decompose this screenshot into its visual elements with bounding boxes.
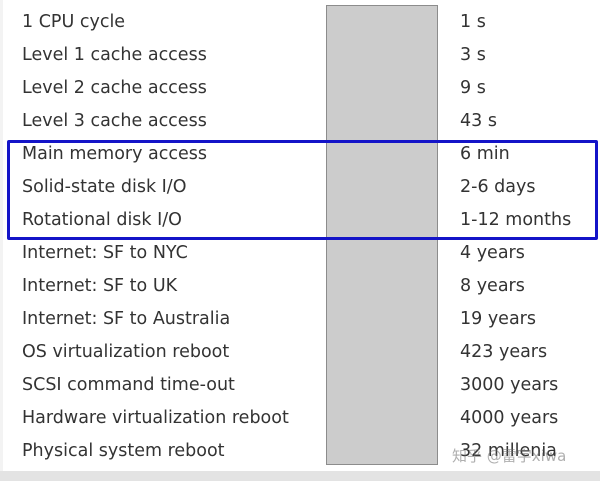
row-label: SCSI command time-out	[22, 375, 235, 395]
grey-column	[326, 5, 438, 465]
row-label: 1 CPU cycle	[22, 12, 126, 32]
watermark: 知乎 @雷宇xiwa	[452, 447, 567, 465]
table-row: Level 1 cache access 3 s	[0, 39, 600, 72]
row-label: OS virtualization reboot	[22, 342, 230, 362]
row-value: 43 s	[460, 111, 497, 131]
row-value: 4 years	[460, 243, 525, 263]
table-row: Rotational disk I/O 1-12 months	[0, 204, 600, 237]
highlight-box	[7, 140, 598, 240]
row-value: 8 years	[460, 276, 525, 296]
row-label: Rotational disk I/O	[22, 210, 182, 230]
table-row: 1 CPU cycle 1 s	[0, 6, 600, 39]
row-value: 9 s	[460, 78, 486, 98]
row-label: Level 3 cache access	[22, 111, 207, 131]
table-row: Hardware virtualization reboot 4000 year…	[0, 402, 600, 435]
row-label: Internet: SF to NYC	[22, 243, 188, 263]
table-row: SCSI command time-out 3000 years	[0, 369, 600, 402]
table-row: Solid-state disk I/O 2-6 days	[0, 171, 600, 204]
row-value: 3000 years	[460, 375, 559, 395]
row-label: Level 2 cache access	[22, 78, 207, 98]
bottom-band	[0, 471, 600, 481]
table-row: Internet: SF to UK 8 years	[0, 270, 600, 303]
row-label: Solid-state disk I/O	[22, 177, 187, 197]
left-edge	[0, 0, 3, 481]
row-label: Level 1 cache access	[22, 45, 207, 65]
table-row: Level 3 cache access 43 s	[0, 105, 600, 138]
latency-rows: 1 CPU cycle 1 s Level 1 cache access 3 s…	[0, 6, 600, 468]
row-label: Internet: SF to Australia	[22, 309, 231, 329]
row-value: 2-6 days	[460, 177, 536, 197]
table-row: Physical system reboot 32 millenia	[0, 435, 600, 468]
table-row: Internet: SF to Australia 19 years	[0, 303, 600, 336]
row-value: 1 s	[460, 12, 486, 32]
row-value: 423 years	[460, 342, 548, 362]
row-label: Main memory access	[22, 144, 207, 164]
table-row: Main memory access 6 min	[0, 138, 600, 171]
row-value: 32 millenia	[460, 441, 557, 461]
row-value: 3 s	[460, 45, 486, 65]
row-label: Internet: SF to UK	[22, 276, 178, 296]
table-row: Internet: SF to NYC 4 years	[0, 237, 600, 270]
row-value: 4000 years	[460, 408, 559, 428]
row-value: 6 min	[460, 144, 510, 164]
row-value: 1-12 months	[460, 210, 572, 230]
table-row: OS virtualization reboot 423 years	[0, 336, 600, 369]
table-row: Level 2 cache access 9 s	[0, 72, 600, 105]
row-label: Hardware virtualization reboot	[22, 408, 289, 428]
row-label: Physical system reboot	[22, 441, 225, 461]
row-value: 19 years	[460, 309, 536, 329]
